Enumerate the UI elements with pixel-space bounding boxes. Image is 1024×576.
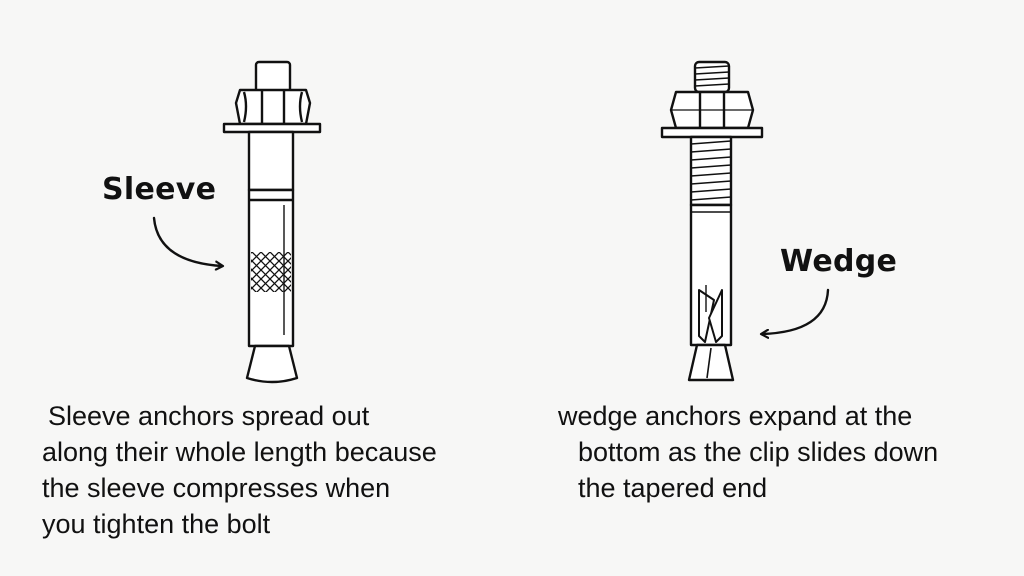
wedge-callout-label: Wedge (780, 244, 898, 279)
sleeve-callout-arrow (152, 216, 222, 266)
wedge-caption-line-2: bottom as the clip slides down (578, 437, 939, 467)
sleeve-caption: Sleeve anchors spread out along their wh… (42, 398, 437, 542)
wedge-washer (660, 126, 764, 139)
wedge-hex-nut (669, 90, 755, 130)
wedge-expansion-clip (698, 285, 723, 343)
sleeve-caption-line-3: the sleeve compresses when (42, 473, 391, 503)
sleeve-caption-line-2: along their whole length because (42, 437, 437, 467)
sleeve-hex-nut (234, 88, 312, 126)
sleeve-cone-nut (245, 344, 299, 384)
sleeve-callout-label: Sleeve (102, 172, 217, 207)
wedge-caption: wedge anchors expand at the bottom as th… (558, 398, 938, 506)
wedge-callout-arrow (762, 288, 830, 334)
sleeve-anchor-illustration (222, 60, 322, 384)
sleeve-caption-line-4: you tighten the bolt (42, 509, 271, 539)
wedge-anchor-illustration (660, 60, 764, 382)
wedge-tapered-end (687, 343, 735, 382)
sleeve-shaft (247, 130, 295, 192)
sleeve-bolt-head (254, 60, 292, 94)
sleeve-knurl-band (251, 252, 291, 292)
wedge-threaded-stud (689, 135, 733, 207)
wedge-caption-line-1: wedge anchors expand at the (558, 401, 913, 431)
sleeve-caption-line-1: Sleeve anchors spread out (48, 401, 370, 431)
wedge-caption-line-3: the tapered end (578, 473, 768, 503)
